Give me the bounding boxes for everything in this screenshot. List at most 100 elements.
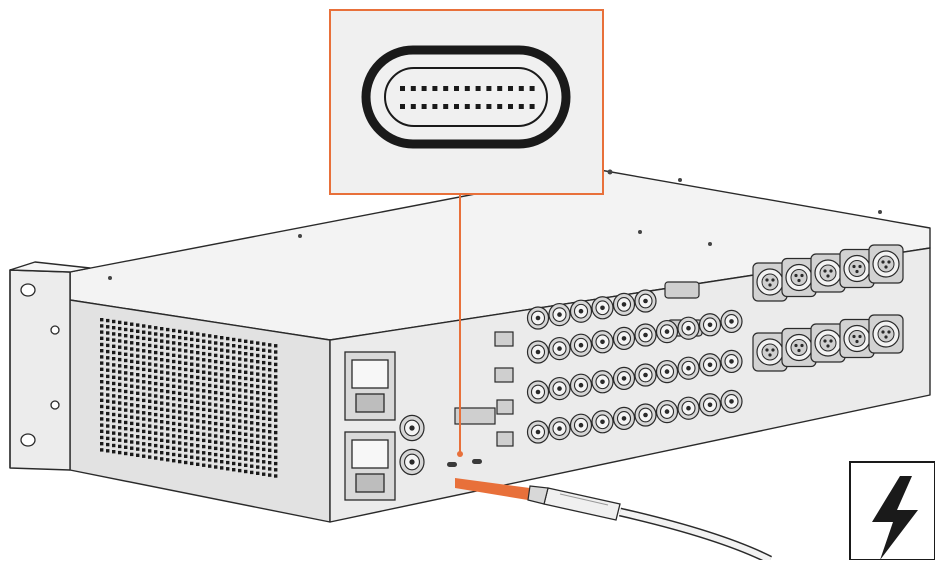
vent-hole xyxy=(136,428,140,433)
vent-hole xyxy=(220,391,224,396)
vent-hole xyxy=(232,362,236,366)
vent-hole xyxy=(112,425,116,429)
usb-c-pin xyxy=(400,104,405,109)
vent-hole xyxy=(154,326,158,330)
vent-hole xyxy=(196,351,200,355)
usb-c-pin xyxy=(454,86,459,91)
vent-hole xyxy=(112,344,116,348)
vent-hole xyxy=(178,410,182,414)
usb-c-pin xyxy=(486,104,492,109)
vent-hole xyxy=(190,356,194,360)
vent-hole xyxy=(256,347,260,351)
bnc-connector xyxy=(655,399,679,424)
reference-bnc-connectors xyxy=(399,414,425,476)
vent-hole xyxy=(232,406,236,410)
vent-hole xyxy=(190,436,194,441)
vent-hole xyxy=(220,348,224,352)
vent-hole xyxy=(250,383,254,388)
thunderbolt-icon xyxy=(872,476,918,560)
vent-hole xyxy=(214,397,218,401)
vent-hole xyxy=(238,406,242,411)
vent-hole xyxy=(100,398,104,402)
vent-hole xyxy=(136,373,140,377)
vent-hole xyxy=(172,372,176,376)
vent-hole xyxy=(268,442,272,446)
callout-magnifier xyxy=(329,9,604,457)
ethernet-port xyxy=(454,407,496,425)
usb-c-pin xyxy=(475,104,481,109)
usb-c-pin xyxy=(464,104,470,109)
vent-hole xyxy=(154,456,158,460)
bnc-connector xyxy=(399,414,425,442)
vent-hole xyxy=(220,398,224,402)
vent-hole xyxy=(136,447,140,451)
vent-hole xyxy=(178,435,182,439)
vent-hole xyxy=(136,453,140,457)
vent-hole xyxy=(106,405,110,410)
usb-c-pin xyxy=(497,86,503,91)
vent-hole xyxy=(196,406,200,411)
usb-c-pin xyxy=(454,104,459,109)
vent-hole xyxy=(232,344,236,348)
vent-hole xyxy=(166,346,170,350)
vent-hole xyxy=(130,440,134,444)
usb-c-pin xyxy=(475,86,481,91)
vent-hole xyxy=(142,373,146,378)
vent-hole xyxy=(184,423,188,427)
vent-hole xyxy=(226,460,230,465)
vent-hole xyxy=(196,456,200,460)
vent-hole xyxy=(124,433,128,437)
vent-hole xyxy=(196,413,200,417)
vent-hole xyxy=(136,323,140,327)
vent-hole xyxy=(112,350,116,355)
vent-hole xyxy=(112,437,116,441)
vent-hole xyxy=(232,350,236,354)
vent-hole xyxy=(124,346,128,350)
vent-hole xyxy=(118,438,122,442)
vent-hole xyxy=(124,396,128,400)
vent-hole xyxy=(130,328,134,333)
bnc-connector xyxy=(634,403,657,427)
vent-hole xyxy=(196,357,200,361)
bnc-connector xyxy=(612,326,636,351)
callout-box xyxy=(329,9,604,195)
vent-hole xyxy=(148,337,152,341)
vent-hole xyxy=(100,336,104,340)
vent-hole xyxy=(250,390,254,394)
vent-hole xyxy=(160,376,164,380)
vent-hole xyxy=(184,448,188,452)
bnc-connector xyxy=(677,316,700,340)
vent-hole xyxy=(118,388,122,393)
vent-hole xyxy=(178,348,182,352)
vent-hole xyxy=(160,451,164,455)
usb-c-pin xyxy=(486,86,492,91)
vent-hole xyxy=(172,446,176,450)
vent-hole xyxy=(106,449,110,453)
vent-hole xyxy=(136,422,140,426)
vent-hole xyxy=(148,356,152,360)
vent-hole xyxy=(196,369,200,373)
vent-hole xyxy=(166,408,170,412)
vent-hole xyxy=(226,454,230,459)
vent-hole xyxy=(262,373,266,377)
vent-hole xyxy=(148,343,152,348)
vent-hole xyxy=(130,353,134,357)
vent-hole xyxy=(166,433,170,437)
vent-hole xyxy=(136,348,140,352)
vent-hole xyxy=(124,358,128,363)
vent-hole xyxy=(196,344,200,349)
vent-hole xyxy=(148,368,152,372)
vent-hole xyxy=(124,389,128,394)
vent-hole xyxy=(238,394,242,398)
vent-hole xyxy=(190,443,194,447)
vent-hole xyxy=(124,365,128,369)
vent-hole xyxy=(148,399,152,403)
vent-hole xyxy=(106,387,110,391)
vent-hole xyxy=(100,404,104,409)
vent-hole xyxy=(232,468,236,472)
vent-hole xyxy=(196,431,200,435)
vent-hole xyxy=(232,337,236,342)
vent-hole xyxy=(274,399,278,404)
vent-hole xyxy=(274,424,278,429)
